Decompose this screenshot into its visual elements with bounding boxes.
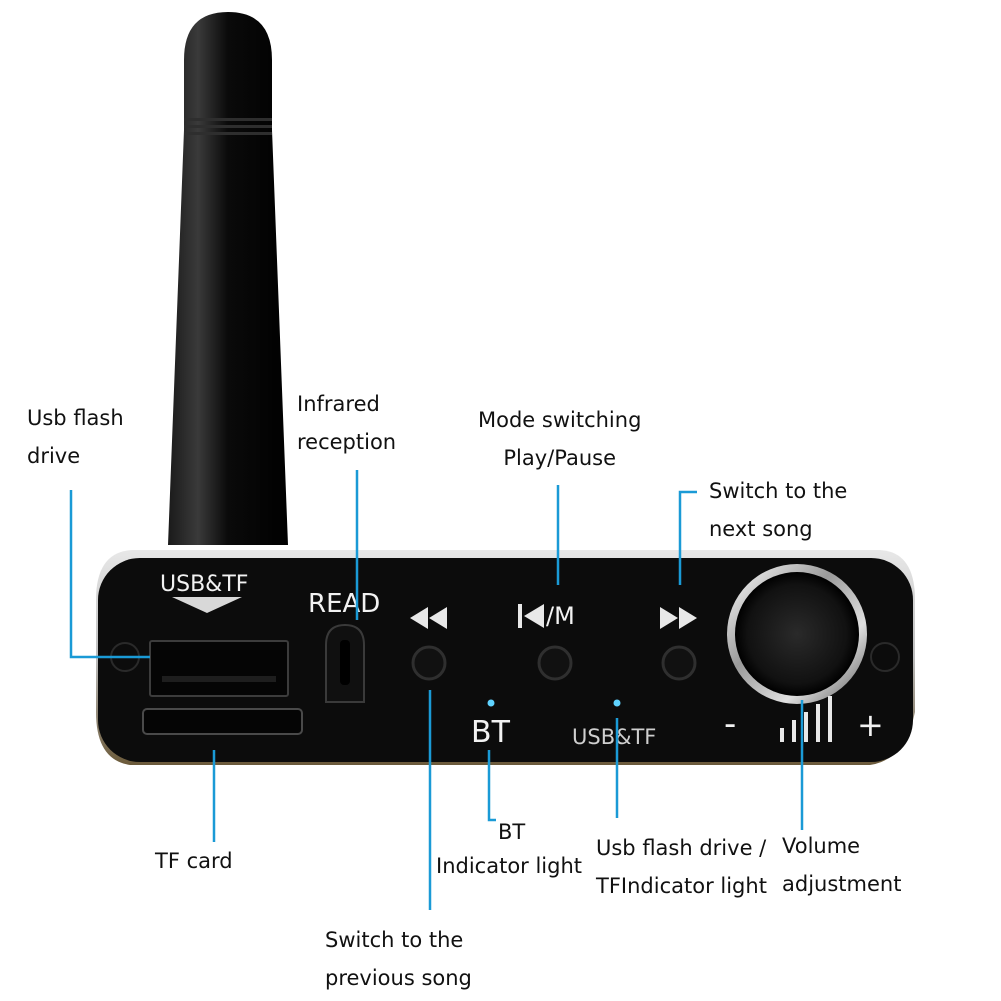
callout-infrared-reception: Infrared reception (297, 385, 396, 461)
callout-usb-tf-indicator: Usb flash drive / TFIndicator light (596, 829, 767, 905)
callout-line: BT (498, 820, 526, 844)
down-arrow-icon (172, 597, 242, 613)
usb-tf-indicator-led (613, 699, 621, 707)
rewind-icon (410, 607, 447, 629)
callout-bt-indicator: BT Indicator light (436, 815, 582, 883)
panel-label-read: READ (308, 589, 380, 619)
callout-line: Play/Pause (503, 446, 617, 470)
callout-line: Usb flash (27, 406, 124, 430)
leader-usb (69, 490, 150, 659)
usb-port[interactable] (149, 640, 289, 697)
panel-label-plus: + (857, 706, 884, 744)
panel-screw-right (870, 642, 900, 672)
callout-previous-song: Switch to the previous song (325, 921, 472, 997)
bt-indicator-led (487, 699, 495, 707)
callout-mode-switching: Mode switching Play/Pause (478, 401, 641, 477)
callout-line: next song (709, 517, 813, 541)
callout-line: TF card (155, 849, 233, 873)
callout-tf-card: TF card (155, 842, 233, 880)
callout-line: Infrared (297, 392, 380, 416)
callout-line: previous song (325, 966, 472, 990)
callout-line: Switch to the (709, 479, 848, 503)
play-pause-mode-button[interactable] (537, 645, 573, 681)
panel-label-mode: /M (546, 602, 575, 630)
callout-usb-flash-drive: Usb flash drive (27, 399, 124, 475)
callout-line: Volume (782, 834, 861, 858)
panel-label-minus: - (724, 704, 736, 744)
leader-next (678, 490, 697, 585)
fast-forward-icon (660, 607, 697, 629)
skip-back-icon (518, 604, 544, 628)
antenna (168, 12, 288, 545)
panel-label-bt: BT (471, 715, 511, 750)
tf-card-slot[interactable] (142, 708, 303, 735)
callout-line: Switch to the (325, 928, 464, 952)
previous-song-button[interactable] (411, 645, 447, 681)
panel-label-usb-tf: USB&TF (160, 572, 248, 597)
callout-line: Mode switching (478, 408, 642, 432)
leader-lines (69, 470, 804, 910)
volume-knob[interactable] (735, 572, 859, 696)
callout-next-song: Switch to the next song (709, 472, 847, 548)
callout-line: Indicator light (436, 854, 583, 878)
callout-line: drive (27, 444, 81, 468)
callout-line: reception (297, 430, 397, 454)
callout-line: adjustment (782, 872, 902, 896)
leader-bt (487, 750, 496, 822)
callout-line: TFIndicator light (596, 874, 767, 898)
callout-volume-adjustment: Volume adjustment (782, 827, 901, 903)
callout-line: Usb flash drive / (596, 836, 767, 860)
panel-label-usb-tf-indicator: USB&TF (572, 725, 656, 749)
volume-bars-icon (780, 696, 832, 742)
next-song-button[interactable] (661, 645, 697, 681)
